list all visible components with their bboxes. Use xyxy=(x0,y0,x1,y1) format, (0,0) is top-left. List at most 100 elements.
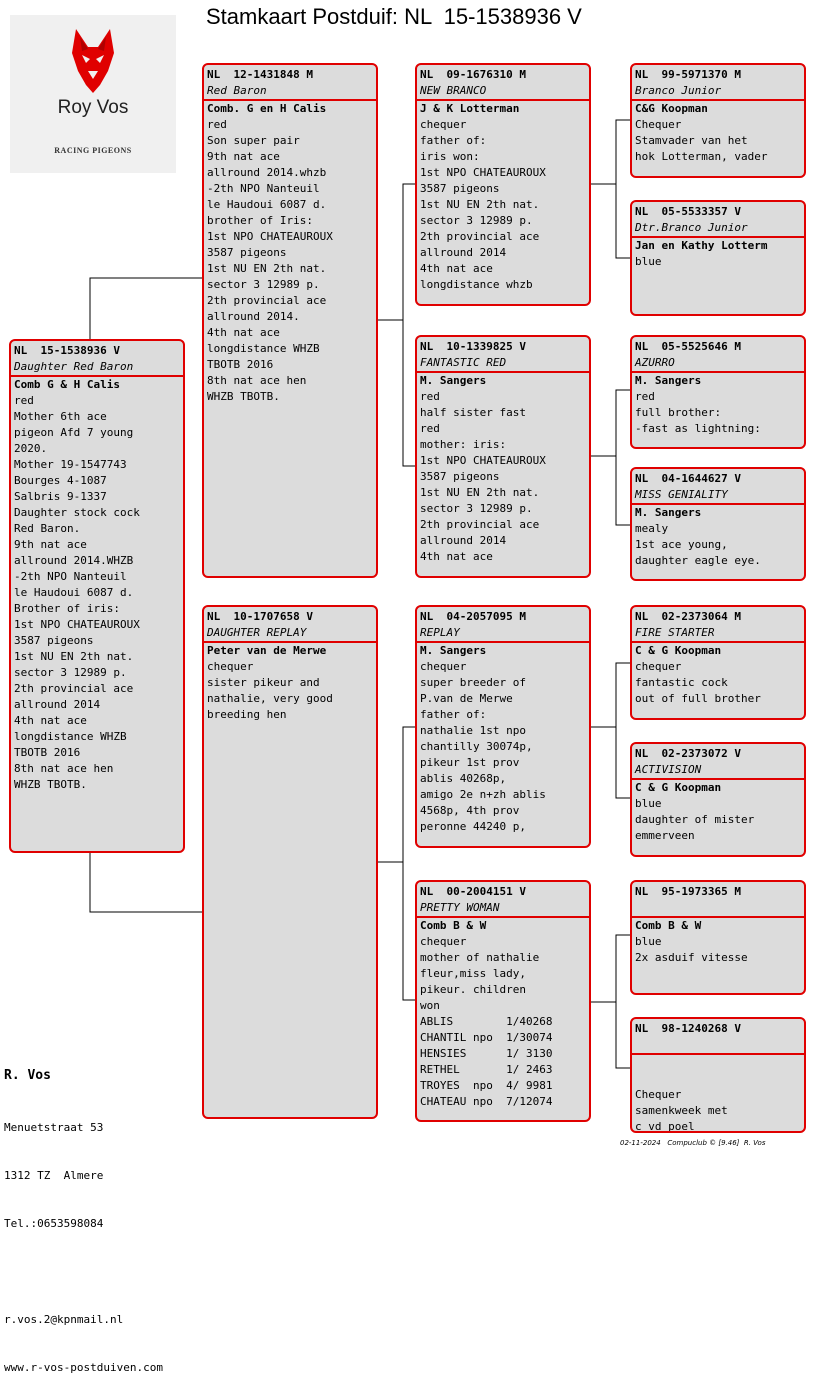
note-line: chequer xyxy=(207,660,254,673)
note-line: 4th nat ace xyxy=(14,714,87,727)
note-line: iris won: xyxy=(420,150,480,163)
note-line: pikeur. children xyxy=(420,983,526,996)
note-line: peronne 44240 p, xyxy=(420,820,526,833)
note-line: 1st NPO CHATEAUROUX xyxy=(207,230,333,243)
wolf-head-icon xyxy=(72,29,114,93)
note-line: HENSIES 1/ 3130 xyxy=(420,1047,553,1060)
breeder-name: J & K Lotterman xyxy=(420,102,520,115)
ring-number: NL 02-2373064 M xyxy=(635,610,741,623)
note-line: sister pikeur and xyxy=(207,676,320,689)
ring-number: NL 12-1431848 M xyxy=(207,68,313,81)
note-line: 2th provincial ace xyxy=(14,682,134,695)
note-line: 9th nat ace xyxy=(14,538,87,551)
note-line: daughter eagle eye. xyxy=(635,554,761,567)
breeder-name: Jan en Kathy Lotterm xyxy=(635,239,768,252)
ring-number: NL 09-1676310 M xyxy=(420,68,526,81)
note-line: chequer xyxy=(420,660,467,673)
pigeon-notes: blue xyxy=(632,254,804,270)
note-line: fleur,miss lady, xyxy=(420,967,526,980)
note-line: sector 3 12989 p. xyxy=(14,666,127,679)
breeder-name: Comb G & H Calis xyxy=(14,378,120,391)
breeder-name: C & G Koopman xyxy=(635,781,722,794)
note-line: longdistance whzb xyxy=(420,278,533,291)
note-line: won xyxy=(420,999,440,1012)
note-line: 2020. xyxy=(14,442,48,455)
note-line: blue xyxy=(635,797,662,810)
note-line: ablis 40268p, xyxy=(420,772,507,785)
note-line: Bourges 4-1087 xyxy=(14,474,107,487)
note-line: full brother: xyxy=(635,406,722,419)
note-line: 3587 pigeons xyxy=(420,182,500,195)
note-line: pigeon Afd 7 young xyxy=(14,426,134,439)
note-line: 1st NU EN 2th nat. xyxy=(14,650,134,663)
note-line: allround 2014.WHZB xyxy=(14,554,134,567)
note-line: Mother 19-1547743 xyxy=(14,458,127,471)
note-line: 3587 pigeons xyxy=(207,246,287,259)
note-line: 4th nat ace xyxy=(207,326,280,339)
note-line: TROYES npo 4/ 9981 xyxy=(420,1079,553,1092)
note-line: RETHEL 1/ 2463 xyxy=(420,1063,553,1076)
note-line: super breeder of xyxy=(420,676,526,689)
pigeon-name: MISS GENIALITY xyxy=(632,487,804,505)
pigeon-name xyxy=(632,1037,804,1055)
note-line: Mother 6th ace xyxy=(14,410,107,423)
note-line: pikeur 1st prov xyxy=(420,756,520,769)
note-line: 4th nat ace xyxy=(420,550,493,563)
pigeon-notes: mealy 1st ace young, daughter eagle eye. xyxy=(632,521,804,569)
note-line: nathalie, very good xyxy=(207,692,333,705)
note-line: allround 2014 xyxy=(420,246,507,259)
note-line: 1st ace young, xyxy=(635,538,728,551)
note-line: Daughter stock cock xyxy=(14,506,140,519)
note-line: amigo 2e n+zh ablis xyxy=(420,788,546,801)
owner-website: www.r-vos-postduiven.com xyxy=(4,1361,163,1374)
note-line: 1st NU EN 2th nat. xyxy=(207,262,327,275)
pigeon-name: DAUGHTER REPLAY xyxy=(204,625,376,643)
note-line: allround 2014.whzb xyxy=(207,166,327,179)
note-line: mealy xyxy=(635,522,669,535)
breeder-name: Comb B & W xyxy=(420,919,487,932)
note-line: Red Baron. xyxy=(14,522,81,535)
note-line: Salbris 9-1337 xyxy=(14,490,107,503)
ring-number: NL 10-1339825 V xyxy=(420,340,526,353)
note-line: Chequer xyxy=(635,1088,682,1101)
note-line: allround 2014. xyxy=(207,310,300,323)
note-line: 2x asduif vitesse xyxy=(635,951,748,964)
ring-number: NL 95-1973365 M xyxy=(635,885,741,898)
note-line: nathalie 1st npo xyxy=(420,724,526,737)
note-line: Brother of iris: xyxy=(14,602,120,615)
breeder-name: C&G Koopman xyxy=(635,102,708,115)
owner-name: R. Vos xyxy=(4,1068,51,1083)
ring-number: NL 99-5971370 M xyxy=(635,68,741,81)
pigeon-name: PRETTY WOMAN xyxy=(417,900,589,918)
note-line: sector 3 12989 p. xyxy=(420,214,533,227)
note-line: ABLIS 1/40268 xyxy=(420,1015,553,1028)
pedigree-connectors xyxy=(89,119,632,1069)
pigeon-name: FIRE STARTER xyxy=(632,625,804,643)
owner-line: Tel.:0653598084 xyxy=(4,1217,104,1230)
note-line: TBOTB 2016 xyxy=(14,746,81,759)
pigeon-name: ACTIVISION xyxy=(632,762,804,780)
note-line: -2th NPO Nanteuil xyxy=(14,570,127,583)
pigeon-name: Daughter Red Baron xyxy=(11,359,183,377)
pigeon-name: FANTASTIC RED xyxy=(417,355,589,373)
breeder-name xyxy=(632,1055,804,1071)
note-line: red xyxy=(14,394,34,407)
note-line: WHZB TBOTB. xyxy=(14,778,87,791)
